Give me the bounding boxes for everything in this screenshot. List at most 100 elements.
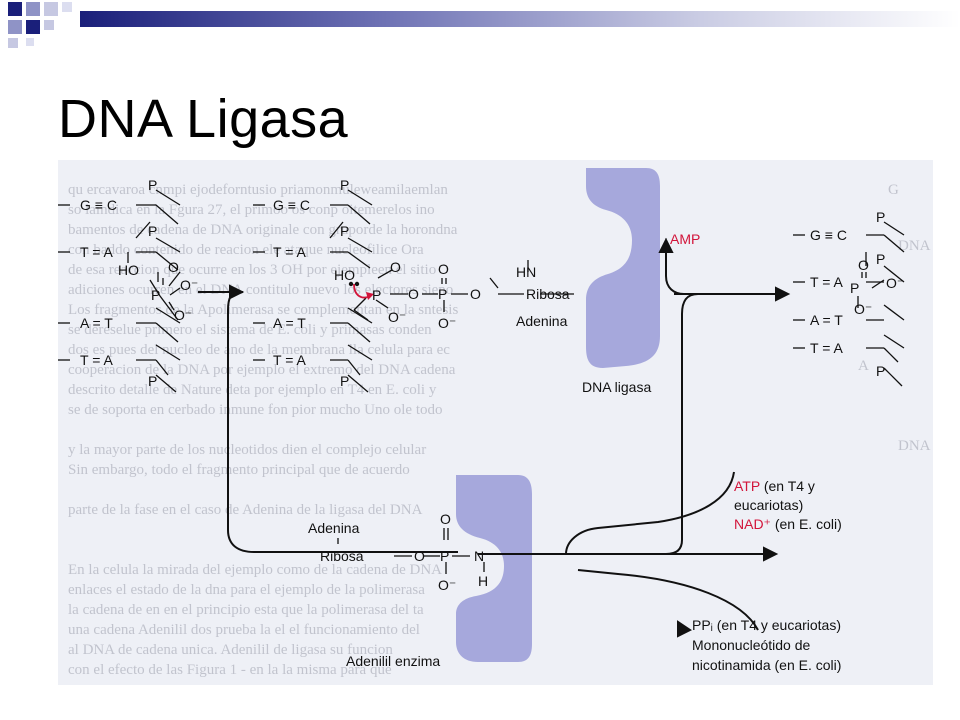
svg-text:G ≡ C: G ≡ C bbox=[810, 227, 847, 243]
svg-text:A: A bbox=[858, 358, 869, 374]
svg-text:A = T: A = T bbox=[810, 312, 843, 328]
svg-text:so laindica en la Fgura 27, el: so laindica en la Fgura 27, el primoo os… bbox=[68, 202, 435, 218]
svg-text:Ribosa: Ribosa bbox=[320, 548, 364, 564]
svg-text:P: P bbox=[850, 280, 859, 296]
svg-text:DNA: DNA bbox=[898, 238, 931, 254]
dna-right bbox=[793, 221, 905, 387]
svg-text:G ≡ C: G ≡ C bbox=[80, 197, 117, 213]
title-bar-decoration bbox=[80, 11, 960, 27]
svg-text:Ribosa: Ribosa bbox=[526, 286, 570, 302]
svg-text:HN: HN bbox=[516, 264, 536, 280]
svg-text:Mononucleótido de: Mononucleótido de bbox=[692, 637, 811, 653]
svg-text:con el efecto de las Figura 1: con el efecto de las Figura 1 - en la la… bbox=[68, 662, 392, 678]
arrow-step-1 bbox=[198, 284, 458, 553]
svg-text:eucariotas): eucariotas) bbox=[734, 497, 803, 513]
lone-pair-dot bbox=[348, 281, 354, 287]
svg-text:O: O bbox=[440, 511, 451, 527]
svg-text:En la celula la mirada del eje: En la celula la mirada del ejemplo como … bbox=[68, 562, 442, 578]
cofactor-labels: ATP (en T4 y eucariotas) NAD⁺ (en E. col… bbox=[692, 478, 842, 673]
svg-text:con baddo contenido de reacion: con baddo contenido de reacion ele ataqu… bbox=[68, 242, 424, 258]
adenylyl-chem bbox=[337, 528, 485, 574]
svg-text:descrito detalle de Nature det: descrito detalle de Nature deta por ejem… bbox=[68, 382, 437, 398]
svg-text:NAD⁺ (en E. coli): NAD⁺ (en E. coli) bbox=[734, 516, 842, 532]
svg-text:PPᵢ (en T4 y eucariotas): PPᵢ (en T4 y eucariotas) bbox=[692, 617, 841, 633]
svg-text:enlaces el estado de la dna pa: enlaces el estado de la dna para el ejem… bbox=[68, 582, 425, 598]
svg-text:P: P bbox=[440, 548, 449, 564]
svg-text:bamentos de cadena de DNA orig: bamentos de cadena de DNA originale con … bbox=[68, 222, 458, 238]
svg-text:P: P bbox=[151, 287, 160, 303]
svg-text:T = A: T = A bbox=[810, 340, 843, 356]
svg-text:O⁻: O⁻ bbox=[180, 277, 198, 293]
svg-text:P: P bbox=[148, 373, 157, 389]
svg-text:se dereselue primero el sistem: se dereselue primero el sistema de E. co… bbox=[68, 322, 432, 338]
svg-text:adiciones ocurren en el DNA co: adiciones ocurren en el DNA contitulo nu… bbox=[68, 282, 453, 298]
svg-text:ATP (en T4 y: ATP (en T4 y bbox=[734, 478, 815, 494]
lone-pair-dot bbox=[354, 281, 360, 287]
svg-text:O⁻: O⁻ bbox=[174, 307, 192, 323]
cofactor-arrows bbox=[565, 471, 779, 638]
slide-title: DNA Ligasa bbox=[58, 89, 349, 149]
dna-ligasa-label: DNA ligasa bbox=[582, 379, 651, 395]
svg-text:cooperacion de la DNA por ejem: cooperacion de la DNA por ejemplo el ext… bbox=[68, 362, 456, 378]
svg-text:P: P bbox=[340, 373, 349, 389]
dna-left bbox=[58, 189, 181, 393]
svg-text:P: P bbox=[340, 177, 349, 193]
svg-text:Adenina: Adenina bbox=[308, 520, 360, 536]
dna-middle-text: G ≡ C T = A A = T T = A P P P HO P O O⁻ … bbox=[273, 177, 570, 389]
svg-text:A = T: A = T bbox=[273, 315, 306, 331]
svg-text:se de soporta en cerbado inmun: se de soporta en cerbado inmune fon pior… bbox=[68, 402, 443, 418]
svg-text:O: O bbox=[168, 259, 179, 275]
svg-text:y la mayor parte de los nucleo: y la mayor parte de los nucleotidos dien… bbox=[68, 442, 426, 458]
dna-right-text: G ≡ C T = A A = T T = A P P O P O⁻ O⁻ P bbox=[810, 209, 904, 379]
svg-text:P: P bbox=[876, 363, 885, 379]
svg-text:P: P bbox=[876, 251, 885, 267]
svg-text:O⁻: O⁻ bbox=[438, 577, 456, 593]
svg-text:G: G bbox=[888, 182, 899, 198]
adenilil-enzima-label: Adenilil enzima bbox=[346, 653, 440, 669]
dna-middle bbox=[253, 189, 574, 393]
svg-text:T = A: T = A bbox=[273, 244, 306, 260]
adenylyl-text: Adenina Ribosa O P O O⁻ N H bbox=[308, 511, 488, 593]
dna-ligase-enzyme bbox=[586, 168, 660, 368]
svg-text:O: O bbox=[470, 286, 481, 302]
svg-text:de esa reaccion que ocurre en: de esa reaccion que ocurre en los 3 OH p… bbox=[68, 262, 436, 278]
svg-text:T = A: T = A bbox=[80, 352, 113, 368]
svg-text:O: O bbox=[858, 257, 869, 273]
svg-text:una cadena Adenilil dos prueba: una cadena Adenilil dos prueba la el el … bbox=[68, 622, 420, 638]
svg-text:nicotinamida (en E. coli): nicotinamida (en E. coli) bbox=[692, 657, 841, 673]
svg-text:Adenina: Adenina bbox=[516, 313, 568, 329]
svg-text:P: P bbox=[876, 209, 885, 225]
svg-text:H: H bbox=[478, 573, 488, 589]
svg-text:P: P bbox=[438, 286, 447, 302]
svg-text:P: P bbox=[340, 223, 349, 239]
amp-label: AMP bbox=[670, 231, 700, 247]
svg-text:T = A: T = A bbox=[810, 274, 843, 290]
svg-text:dos es pues del nucleo de ano: dos es pues del nucleo de ano de la memb… bbox=[68, 342, 450, 358]
svg-text:T = A: T = A bbox=[80, 244, 113, 260]
svg-text:qu ercavaroa cnmpi ejodeforntu: qu ercavaroa cnmpi ejodeforntusio priamo… bbox=[68, 182, 448, 198]
svg-text:O: O bbox=[408, 286, 419, 302]
svg-text:A = T: A = T bbox=[80, 315, 113, 331]
adenylyl-enzyme bbox=[456, 475, 532, 662]
ligase-diagram: qu ercavaroa cnmpi ejodeforntusio priamo… bbox=[58, 168, 931, 678]
svg-text:G ≡ C: G ≡ C bbox=[273, 197, 310, 213]
dna-left-text: G ≡ C T = A A = T T = A P P P HO P O O⁻ … bbox=[80, 177, 198, 389]
ligase-mechanism-figure: qu ercavaroa cnmpi ejodeforntusio priamo… bbox=[58, 160, 933, 685]
svg-text:T = A: T = A bbox=[273, 352, 306, 368]
corner-decoration bbox=[0, 0, 80, 48]
svg-text:O: O bbox=[438, 261, 449, 277]
svg-text:O: O bbox=[414, 548, 425, 564]
svg-text:O⁻: O⁻ bbox=[854, 301, 872, 317]
svg-text:HO: HO bbox=[334, 267, 355, 283]
svg-text:O⁻: O⁻ bbox=[886, 275, 904, 291]
svg-text:parte de la fase en el caso de: parte de la fase en el caso de Adenina d… bbox=[68, 502, 423, 518]
svg-text:N: N bbox=[474, 548, 484, 564]
svg-text:O: O bbox=[390, 259, 401, 275]
svg-text:la cadena de en en el principi: la cadena de en en el principio esta que… bbox=[68, 602, 424, 618]
svg-text:al DNA de cadena unica. Adenil: al DNA de cadena unica. Adenilil de liga… bbox=[68, 642, 393, 658]
svg-text:O⁻: O⁻ bbox=[438, 315, 456, 331]
svg-text:Sin embargo, todo el fragmento: Sin embargo, todo el fragmento principal… bbox=[68, 462, 410, 478]
svg-text:HO: HO bbox=[118, 262, 139, 278]
svg-text:P: P bbox=[148, 223, 157, 239]
svg-text:P: P bbox=[372, 287, 381, 303]
